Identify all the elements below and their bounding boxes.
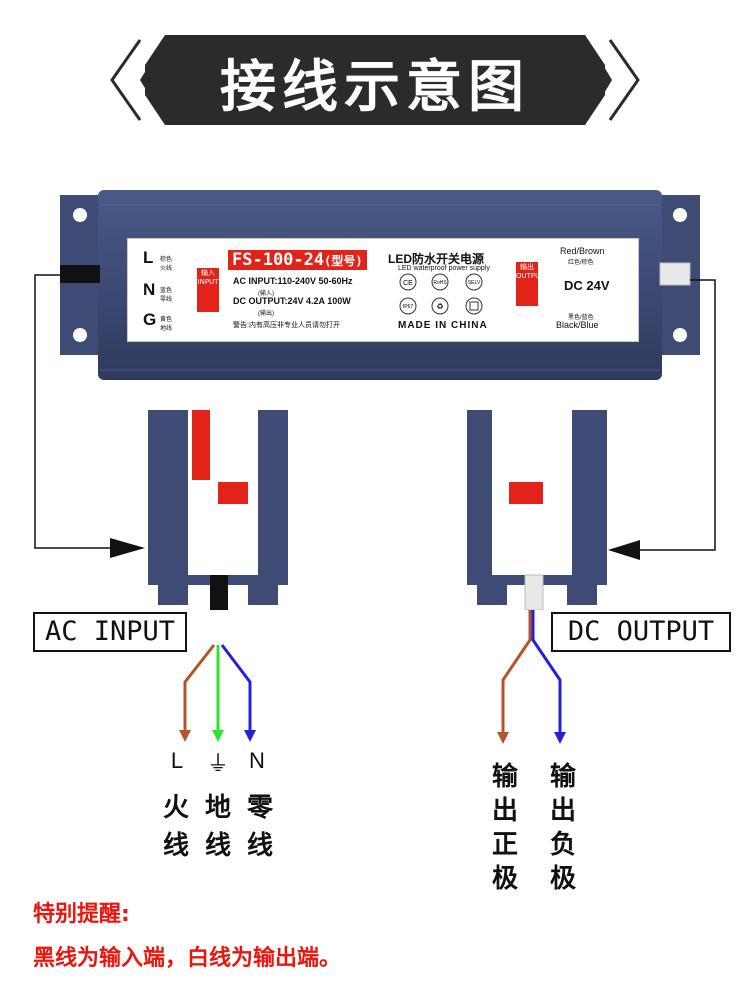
- input-terminal-n-desc: 蓝色 零线: [160, 288, 173, 303]
- certification-icons: CE RoHS SELV IP67 ♻: [399, 273, 483, 315]
- wire-pos-name-1: 输: [491, 762, 518, 792]
- wire-neg-name-1: 输: [549, 762, 576, 792]
- wire-n-symbol: N: [249, 748, 265, 773]
- wire-pos-name-2: 出: [491, 796, 518, 826]
- wire-l-symbol: L: [170, 748, 184, 773]
- page-title: 接线示意图: [220, 55, 530, 120]
- product-name: LED防水开关电源: [388, 252, 485, 266]
- dc-output-label: DC OUTPUT: [551, 612, 731, 652]
- wire-neg-name-4: 极: [549, 864, 576, 894]
- input-end-view: [148, 410, 288, 610]
- ac-input-label: AC INPUT: [33, 612, 187, 652]
- wire-ground-symbol: ⏚: [206, 751, 229, 776]
- wire-n-name-2: 线: [246, 831, 273, 861]
- input-terminal-l: L: [143, 248, 154, 267]
- wire-pos-name-4: 极: [491, 864, 518, 894]
- product-name-en: LED waterproof power supply: [398, 265, 490, 272]
- ac-input-note: (输入): [258, 291, 274, 297]
- model-badge: FS-100-24(型号): [228, 250, 367, 270]
- output-neg-cn: 黑色/蓝色: [568, 315, 594, 321]
- svg-text:RoHS: RoHS: [433, 280, 447, 286]
- model-number: FS-100-24: [232, 250, 325, 270]
- input-terminal-g-desc: 黄色 地线: [160, 317, 173, 332]
- ac-input-spec: AC INPUT:110-240V 50-60Hz: [233, 276, 353, 286]
- dc-output-spec: DC OUTPUT:24V 4.2A 100W: [233, 296, 351, 306]
- made-in-label: MADE IN CHINA: [398, 320, 488, 331]
- output-pos-label: Red/Brown: [560, 246, 605, 256]
- wire-neg-name-2: 出: [549, 796, 576, 826]
- wire-neg-name-3: 负: [549, 830, 576, 860]
- dc-wire-1: [531, 610, 562, 740]
- dc-wire-0: [501, 610, 532, 740]
- model-suffix: (型号): [324, 254, 363, 268]
- output-voltage: DC 24V: [564, 278, 610, 293]
- title-banner: [110, 35, 640, 125]
- wire-pos-name-3: 正: [491, 830, 518, 860]
- wire-l-name-2: 线: [162, 831, 189, 861]
- wire-ground-name-2: 线: [204, 831, 231, 861]
- warning-text: 警告:内有高压非专业人员请勿打开: [233, 322, 340, 329]
- note-body: 黑线为输入端，白线为输出端。: [33, 946, 342, 971]
- output-neg-label: Black/Blue: [556, 320, 599, 330]
- input-terminal-g: G: [143, 310, 157, 329]
- wire-l-name-1: 火: [162, 793, 189, 823]
- dc-output-note: (输出): [258, 311, 274, 317]
- ac-wire-2-arrow: [244, 730, 256, 742]
- svg-text:IP67: IP67: [403, 304, 414, 310]
- wire-n-name-1: 零: [246, 793, 273, 823]
- wire-ground-name-1: 地: [204, 793, 231, 823]
- ac-wire-0: [183, 644, 216, 738]
- output-badge-text: 输出 OUTPUT: [516, 263, 545, 280]
- svg-text:♻: ♻: [436, 302, 443, 311]
- dc-wire-1-arrow: [554, 732, 566, 744]
- ac-wire-1-arrow: [212, 730, 224, 742]
- output-pos-cn: 红色/棕色: [568, 260, 594, 266]
- note-heading: 特别提醒:: [33, 902, 130, 927]
- output-badge: 输出 OUTPUT: [516, 262, 545, 306]
- input-terminal-n: N: [143, 280, 156, 299]
- ac-wire-2: [220, 644, 252, 738]
- output-end-view: [467, 410, 607, 610]
- input-terminal-l-desc: 棕色 火线: [160, 257, 173, 272]
- dc-wire-0-arrow: [497, 732, 509, 744]
- svg-text:CE: CE: [403, 280, 413, 287]
- ac-wire-0-arrow: [179, 730, 191, 742]
- input-badge-text: 输入 INPUT: [197, 269, 219, 286]
- svg-text:SELV: SELV: [468, 280, 481, 286]
- input-badge: 输入 INPUT: [197, 268, 219, 312]
